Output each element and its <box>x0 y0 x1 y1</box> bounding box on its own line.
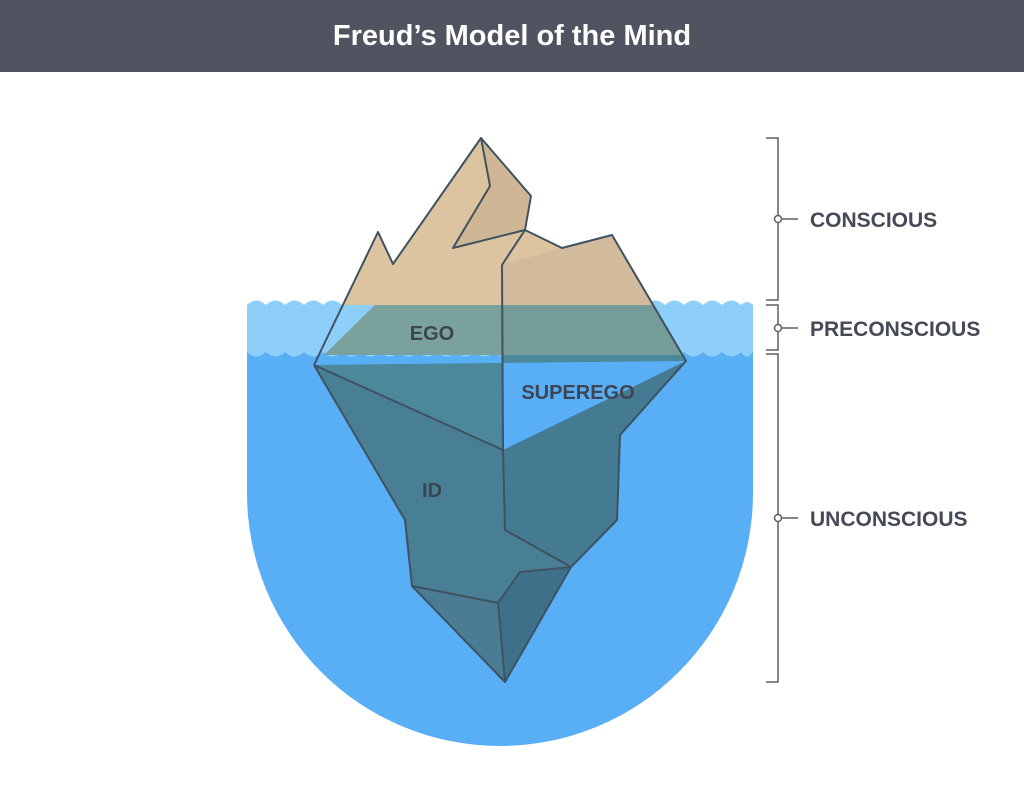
iceberg-preconscious-part <box>324 305 683 355</box>
preconscious-label: PRECONSCIOUS <box>810 318 980 341</box>
bracket-conscious <box>766 137 798 301</box>
iceberg-above-water <box>342 138 654 305</box>
page-title: Freud’s Model of the Mind <box>332 19 692 52</box>
id-label: ID <box>422 480 442 502</box>
superego-label: SUPEREGO <box>521 382 634 404</box>
iceberg-below-water <box>314 355 686 682</box>
ego-label: EGO <box>410 323 454 345</box>
iceberg-outline <box>313 137 687 683</box>
bracket-preconscious <box>766 304 798 351</box>
conscious-label: CONSCIOUS <box>810 209 937 232</box>
unconscious-label: UNCONSCIOUS <box>810 508 968 531</box>
bracket-unconscious <box>766 353 798 683</box>
title-bar: Freud’s Model of the Mind <box>0 0 1024 72</box>
